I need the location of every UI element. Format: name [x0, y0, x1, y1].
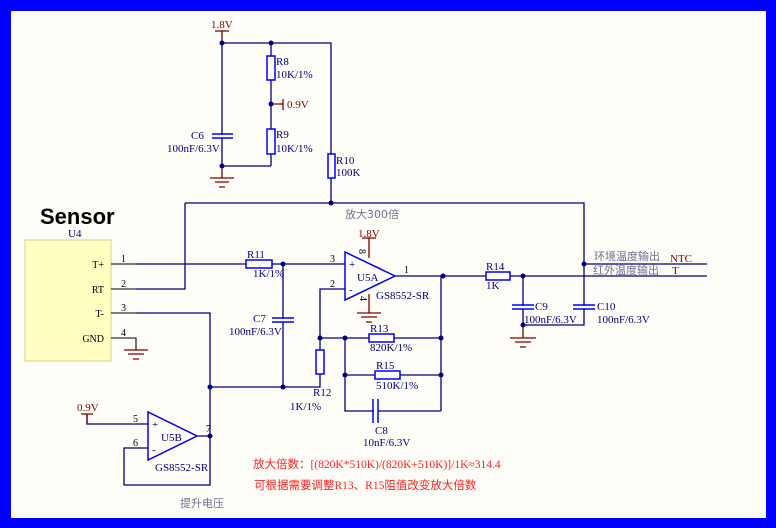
r14-ref: R14	[486, 261, 505, 273]
c8-value: 10nF/6.3V	[363, 437, 410, 449]
opamp-power-label: 1.8V	[358, 228, 380, 240]
sensor-body	[24, 239, 112, 362]
u5a-ref: U5A	[357, 272, 378, 284]
pin-5: 5	[133, 414, 138, 425]
opamp-u5b: 0.9V + - U5B GS8552-SR 5 6 7	[77, 402, 211, 474]
resistor-r12	[315, 349, 325, 375]
r9-ref: R9	[276, 129, 289, 141]
u5b-ref-label: 0.9V	[77, 402, 99, 414]
r12-ref: R12	[313, 387, 331, 399]
ir-output-label: 红外温度输出	[593, 263, 659, 277]
u4-ref: U4	[68, 228, 82, 240]
net-ntc: NTC	[670, 253, 692, 265]
ground-icon	[124, 349, 148, 360]
gain-300-label: 放大300倍	[345, 207, 399, 221]
minus-sign: -	[152, 444, 156, 456]
opamp-u5a: 1.8V + - U5A GS8552-SR 3 2 1 8 4	[330, 228, 430, 323]
pin-6: 6	[133, 438, 138, 449]
resistor-r14	[485, 271, 511, 281]
power-label-1v8: 1.8V	[211, 19, 233, 31]
u5a-part: GS8552-SR	[376, 290, 430, 302]
pin-name-gnd: GND	[82, 334, 104, 345]
ambient-output-label: 环境温度输出	[594, 249, 660, 263]
r11-ref: R11	[247, 249, 265, 261]
c9-ref: C9	[535, 301, 548, 313]
pin-num-2: 2	[121, 279, 126, 290]
pin-num-3: 3	[121, 303, 126, 314]
plus-sign: +	[152, 419, 158, 431]
u5b-part: GS8552-SR	[155, 462, 209, 474]
ground-icon	[510, 325, 536, 348]
c6-value: 100nF/6.3V	[167, 143, 220, 155]
r12-value: 1K/1%	[290, 401, 321, 413]
c7-ref: C7	[253, 313, 266, 325]
ground-icon	[210, 166, 234, 188]
capacitor-c10	[573, 304, 595, 310]
r14-value: 1K	[486, 280, 500, 292]
pin-8: 8	[356, 249, 367, 254]
opamp-triangle	[147, 410, 199, 462]
resistor-r9	[266, 128, 276, 155]
pin-name-tplus: T+	[92, 260, 104, 271]
pin-1: 1	[404, 265, 409, 276]
junctions	[207, 261, 587, 439]
capacitor-c8	[372, 399, 379, 423]
resistor-r11	[245, 259, 273, 269]
pin-num-1: 1	[121, 254, 126, 265]
net-t: T	[672, 265, 679, 277]
resistor-r8	[266, 55, 276, 81]
power-label-0v9: 0.9V	[287, 99, 309, 111]
c8-ref: C8	[375, 425, 388, 437]
c10-value: 100nF/6.3V	[597, 314, 650, 326]
r15-value: 510K/1%	[376, 380, 418, 392]
plus-sign: +	[349, 259, 355, 271]
pin-4: 4	[357, 296, 368, 301]
pin-name-rt: RT	[92, 285, 104, 296]
c10-ref: C10	[597, 301, 616, 313]
capacitor-c7	[272, 317, 294, 323]
bias-network: 1.8V R8 10K/1% 0.9V R9 10K/1% C6 100nF/6…	[167, 19, 361, 206]
resistor-r13	[368, 333, 395, 343]
r11-value: 1K/1%	[253, 268, 284, 280]
u5b-ref: U5B	[161, 432, 182, 444]
capacitor-c6	[212, 133, 233, 139]
boost-voltage-label: 提升电压	[180, 497, 224, 510]
pin-2: 2	[330, 279, 335, 290]
opamp-triangle	[344, 250, 397, 302]
c7-value: 100nF/6.3V	[229, 326, 282, 338]
r8-value: 10K/1%	[276, 69, 313, 81]
r10-value: 100K	[336, 167, 361, 179]
r9-value: 10K/1%	[276, 143, 313, 155]
minus-sign: -	[349, 284, 353, 296]
pin-name-tminus: T-	[95, 309, 104, 320]
pin-3: 3	[330, 254, 335, 265]
r13-ref: R13	[370, 323, 389, 335]
gain-formula-note: 放大倍数：[(820K*510K)/(820K+510K)]/1K≈314.4	[253, 457, 501, 471]
ground-icon	[357, 294, 381, 323]
sensor-u4: Sensor U4 T+ RT T- GND 1 2 3 4	[24, 204, 148, 362]
pin-7: 7	[206, 424, 211, 435]
resistor-r15	[374, 370, 401, 380]
r15-ref: R15	[376, 360, 395, 372]
sensor-title: Sensor	[40, 204, 115, 229]
r10-ref: R10	[336, 155, 355, 167]
resistor-r10	[327, 153, 336, 179]
c6-ref: C6	[191, 130, 204, 142]
r13-value: 820K/1%	[370, 342, 412, 354]
c9-value: 100nF/6.3V	[524, 314, 577, 326]
pin-num-4: 4	[121, 328, 126, 339]
r8-ref: R8	[276, 56, 289, 68]
adjust-note: 可根据需要调整R13、R15阻值改变放大倍数	[254, 478, 477, 492]
capacitor-c9	[512, 304, 534, 310]
